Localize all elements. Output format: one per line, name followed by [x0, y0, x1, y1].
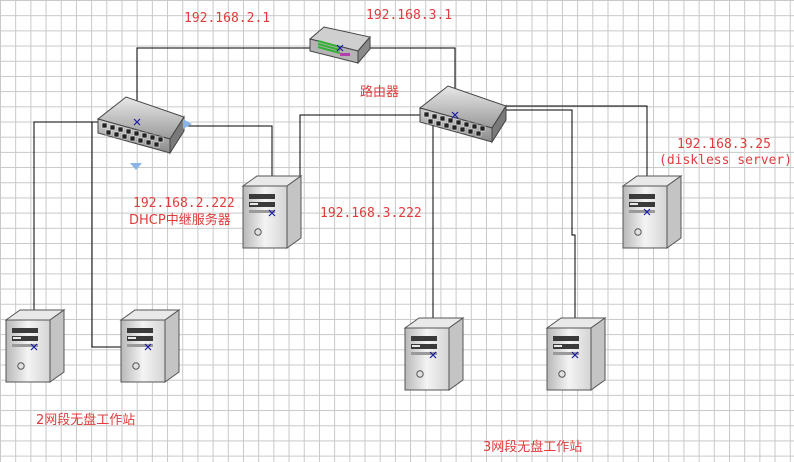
relay-ip-a-label: 192.168.2.222	[133, 196, 235, 211]
server-ip-label: 192.168.3.25	[677, 137, 771, 152]
diskless-server-icon	[622, 175, 682, 249]
group2-label: 2网段无盘工作站	[36, 413, 136, 428]
switch-left-icon	[97, 96, 185, 154]
router-ip-left-label: 192.168.2.1	[184, 11, 271, 26]
link-router-left-switch	[136, 47, 340, 115]
connection-lines	[33, 47, 648, 355]
router-icon	[309, 26, 371, 64]
router-ip-right-label: 192.168.3.1	[366, 8, 453, 23]
router-name-label: 路由器	[360, 85, 400, 100]
server-name-label: (diskless server)	[659, 153, 793, 168]
link-right-switch-ws-d	[455, 109, 576, 355]
node-markers	[30, 44, 651, 359]
workstation-2b-icon	[120, 309, 180, 383]
arrow-right-icon	[183, 119, 192, 129]
relay-name-label: DHCP中继服务器	[129, 213, 231, 228]
arrow-down-icon	[130, 163, 142, 170]
relay-server-icon	[242, 175, 302, 249]
relay-ip-b-label: 192.168.3.222	[320, 206, 422, 221]
group3-label: 3网段无盘工作站	[483, 440, 583, 455]
